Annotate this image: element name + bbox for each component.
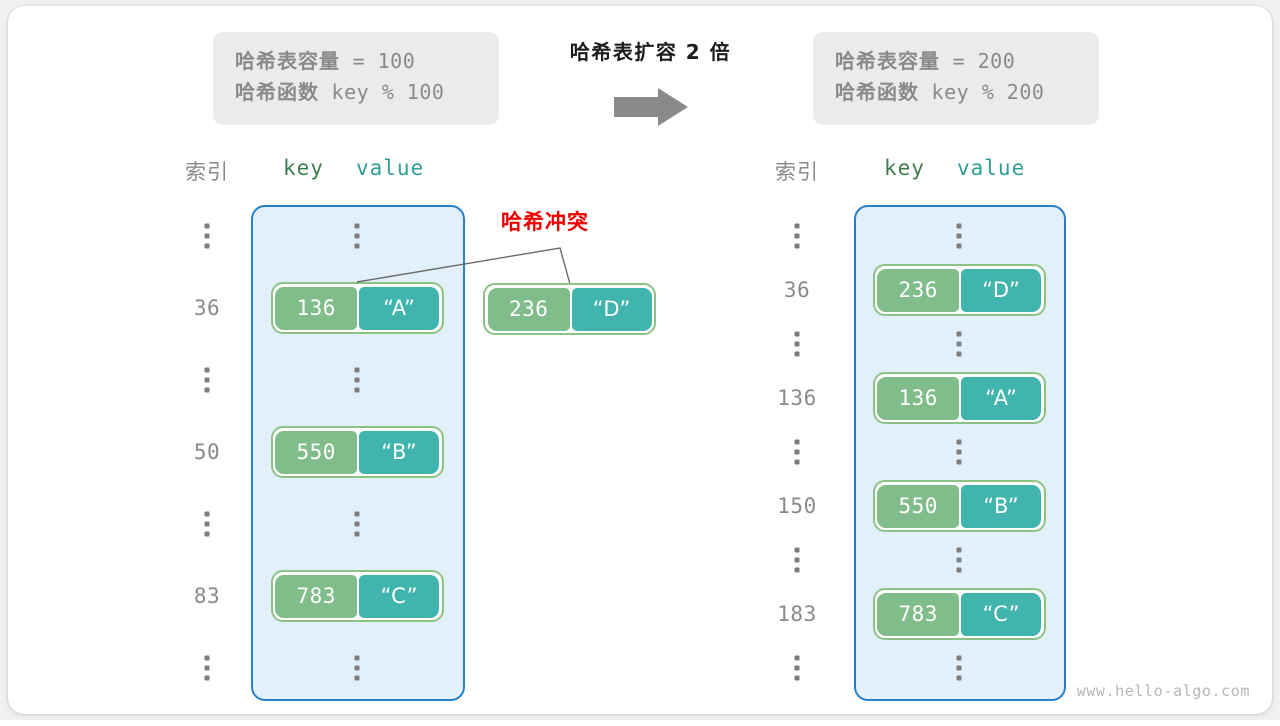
entry-key: 136 xyxy=(275,286,358,330)
hash-config-after: 哈希表容量 = 200 哈希函数 key % 200 xyxy=(813,32,1099,125)
capacity-value-after: = 200 xyxy=(940,49,1016,73)
index-label: 136 xyxy=(777,386,817,410)
collision-entry: 236 “D” xyxy=(483,283,656,335)
bucket-ellipsis xyxy=(956,655,962,681)
function-line-before: 哈希函数 key % 100 xyxy=(235,77,477,108)
bucket-ellipsis xyxy=(354,655,360,681)
entry-value: “A” xyxy=(961,376,1041,420)
bucket-ellipsis xyxy=(354,367,360,393)
entry-value: “C” xyxy=(359,574,439,618)
index-label: 150 xyxy=(777,494,817,518)
collision-label: 哈希冲突 xyxy=(501,210,589,234)
capacity-line-before: 哈希表容量 = 100 xyxy=(235,46,477,77)
index-ellipsis xyxy=(794,439,800,465)
key-header-before: key xyxy=(283,156,324,180)
diagram-title: 哈希表扩容 2 倍 xyxy=(569,40,732,64)
bucket-ellipsis xyxy=(354,223,360,249)
index-header-after: 索引 xyxy=(775,160,819,184)
index-label: 50 xyxy=(193,440,221,464)
entry-value: “D” xyxy=(961,268,1041,312)
right-arrow-icon xyxy=(614,88,688,126)
table-entry: 136“A” xyxy=(872,372,1046,424)
capacity-line-after: 哈希表容量 = 200 xyxy=(835,46,1077,77)
entry-key: 236 xyxy=(877,268,960,312)
index-ellipsis xyxy=(204,223,210,249)
function-value-before: key % 100 xyxy=(319,80,445,104)
bucket-ellipsis xyxy=(956,331,962,357)
index-label: 83 xyxy=(193,584,221,608)
table-entry: 783“C” xyxy=(872,588,1046,640)
function-label-after: 哈希函数 xyxy=(835,80,919,104)
index-label: 36 xyxy=(193,296,221,320)
function-label-before: 哈希函数 xyxy=(235,80,319,104)
index-ellipsis xyxy=(794,331,800,357)
index-ellipsis xyxy=(204,367,210,393)
entry-key: 550 xyxy=(275,430,358,474)
table-entry: 136“A” xyxy=(270,282,444,334)
function-value-after: key % 200 xyxy=(919,80,1045,104)
entry-key: 550 xyxy=(877,484,960,528)
value-header-before: value xyxy=(356,156,425,180)
entry-key: 783 xyxy=(275,574,358,618)
entry-key: 136 xyxy=(877,376,960,420)
capacity-value-before: = 100 xyxy=(340,49,416,73)
index-ellipsis xyxy=(204,655,210,681)
collision-entry-value: “D” xyxy=(571,287,652,331)
table-entry: 550“B” xyxy=(270,426,444,478)
index-ellipsis xyxy=(204,511,210,537)
index-header-before: 索引 xyxy=(185,160,229,184)
watermark: www.hello-algo.com xyxy=(1076,682,1250,700)
bucket-ellipsis xyxy=(956,439,962,465)
index-ellipsis xyxy=(794,655,800,681)
index-ellipsis xyxy=(794,223,800,249)
table-entry: 550“B” xyxy=(872,480,1046,532)
bucket-ellipsis xyxy=(956,223,962,249)
capacity-label-before: 哈希表容量 xyxy=(235,49,340,73)
entry-value: “B” xyxy=(359,430,439,474)
table-entry: 783“C” xyxy=(270,570,444,622)
entry-value: “A” xyxy=(359,286,439,330)
bucket-ellipsis xyxy=(956,547,962,573)
function-line-after: 哈希函数 key % 200 xyxy=(835,77,1077,108)
hash-config-before: 哈希表容量 = 100 哈希函数 key % 100 xyxy=(213,32,499,125)
bucket-ellipsis xyxy=(354,511,360,537)
key-header-after: key xyxy=(884,156,925,180)
table-entry: 236“D” xyxy=(872,264,1046,316)
entry-value: “B” xyxy=(961,484,1041,528)
diagram-card: 哈希表容量 = 100 哈希函数 key % 100 哈希表扩容 2 倍 哈希表… xyxy=(8,6,1272,714)
entry-value: “C” xyxy=(961,592,1041,636)
value-header-after: value xyxy=(957,156,1026,180)
index-ellipsis xyxy=(794,547,800,573)
index-label: 36 xyxy=(783,278,811,302)
entry-key: 783 xyxy=(877,592,960,636)
collision-entry-key: 236 xyxy=(487,287,570,331)
capacity-label-after: 哈希表容量 xyxy=(835,49,940,73)
index-label: 183 xyxy=(777,602,817,626)
